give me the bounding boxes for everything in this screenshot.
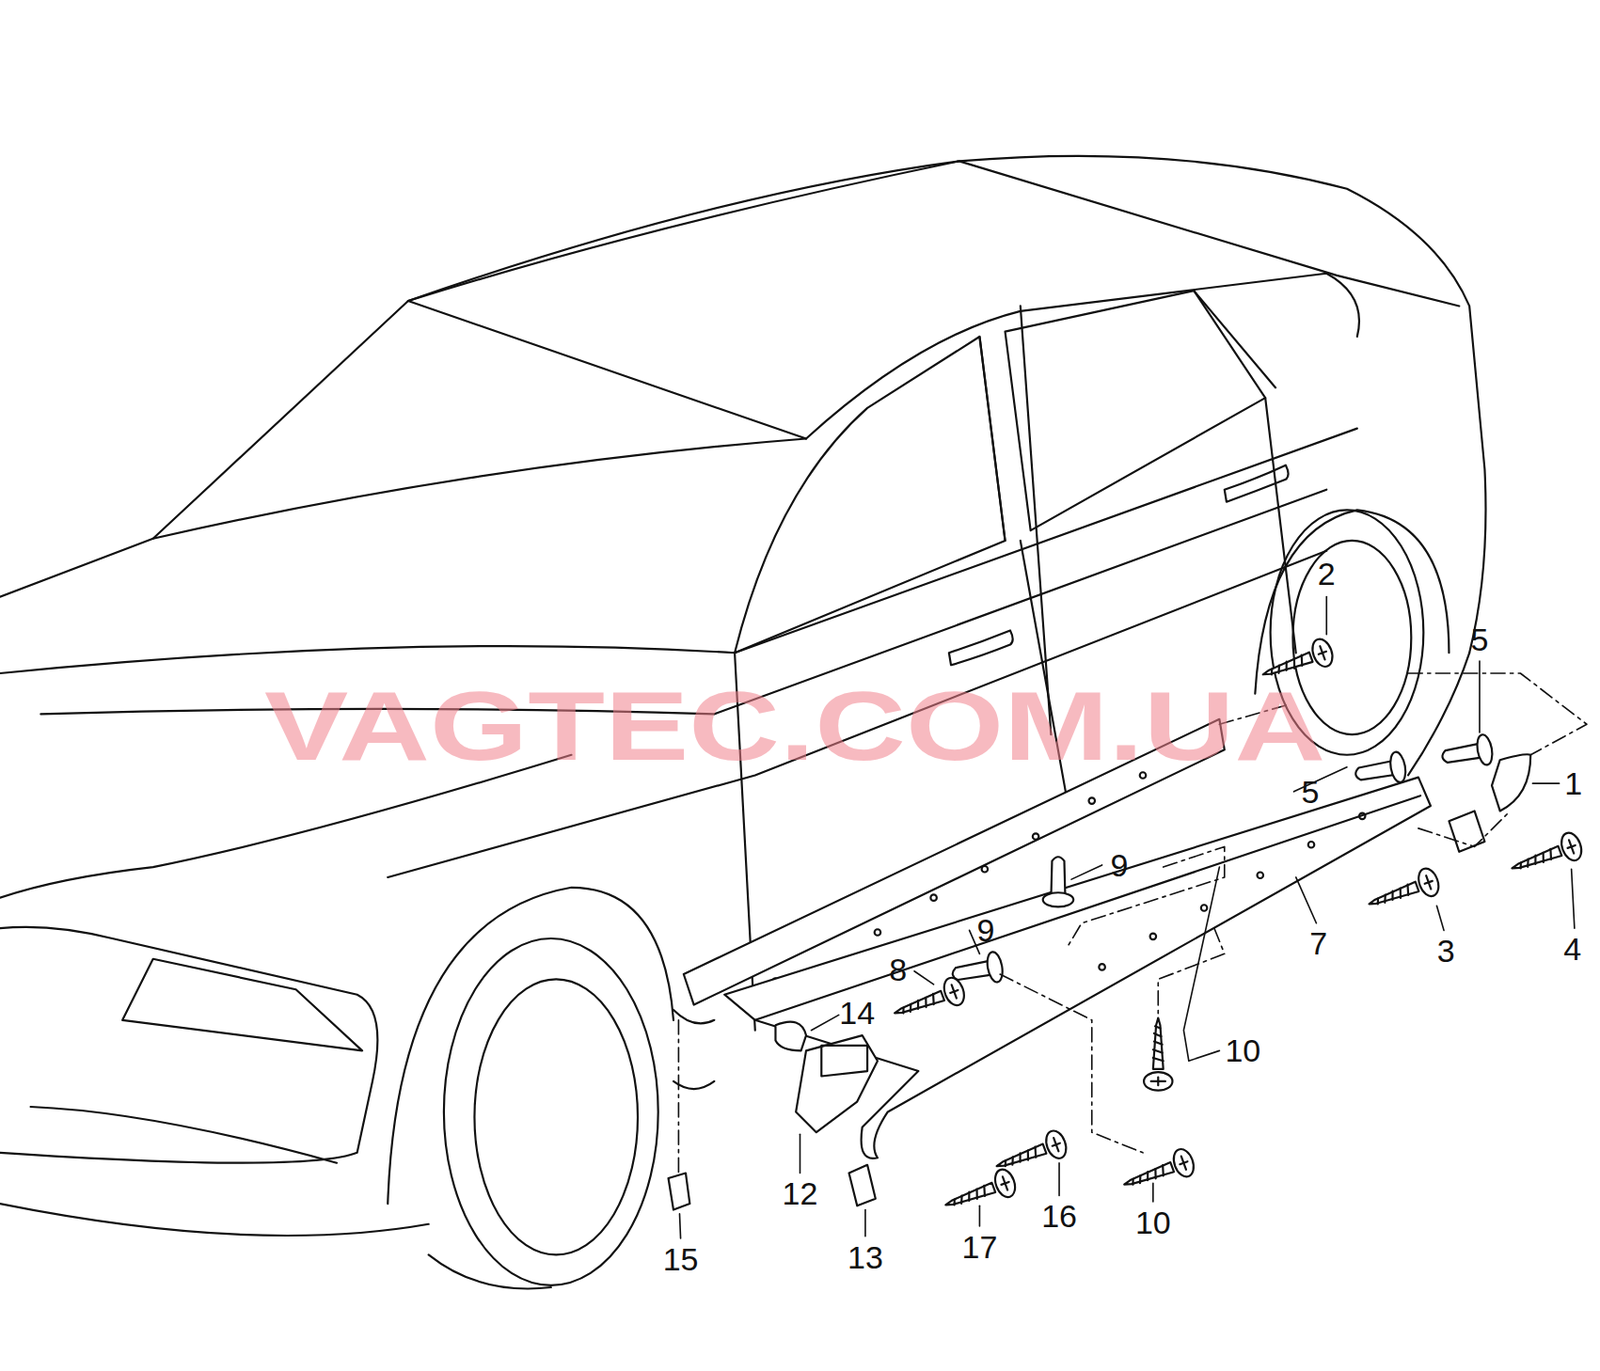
callout-number: 12 xyxy=(782,1177,819,1210)
callout-number: 3 xyxy=(1437,934,1456,967)
callout-number: 10 xyxy=(1224,1034,1261,1067)
callout-number: 2 xyxy=(1317,557,1336,590)
callout-number: 5 xyxy=(1471,623,1490,656)
callout-number: 15 xyxy=(663,1243,699,1276)
callout-number: 9 xyxy=(1110,849,1129,882)
callout-number: 7 xyxy=(1309,927,1328,960)
callout-number: 9 xyxy=(976,914,995,947)
callout-number: 16 xyxy=(1041,1200,1078,1233)
callout-number: 4 xyxy=(1563,933,1582,966)
callout-number: 5 xyxy=(1300,776,1319,808)
callout-number: 10 xyxy=(1135,1206,1172,1239)
callout-number: 1 xyxy=(1564,767,1583,800)
watermark: VAGTEC.COM.UA xyxy=(264,677,1326,776)
callout-number: 14 xyxy=(839,997,875,1030)
callout-number: 13 xyxy=(847,1241,884,1274)
callout-number: 8 xyxy=(888,953,907,986)
callout-number: 17 xyxy=(962,1231,999,1264)
